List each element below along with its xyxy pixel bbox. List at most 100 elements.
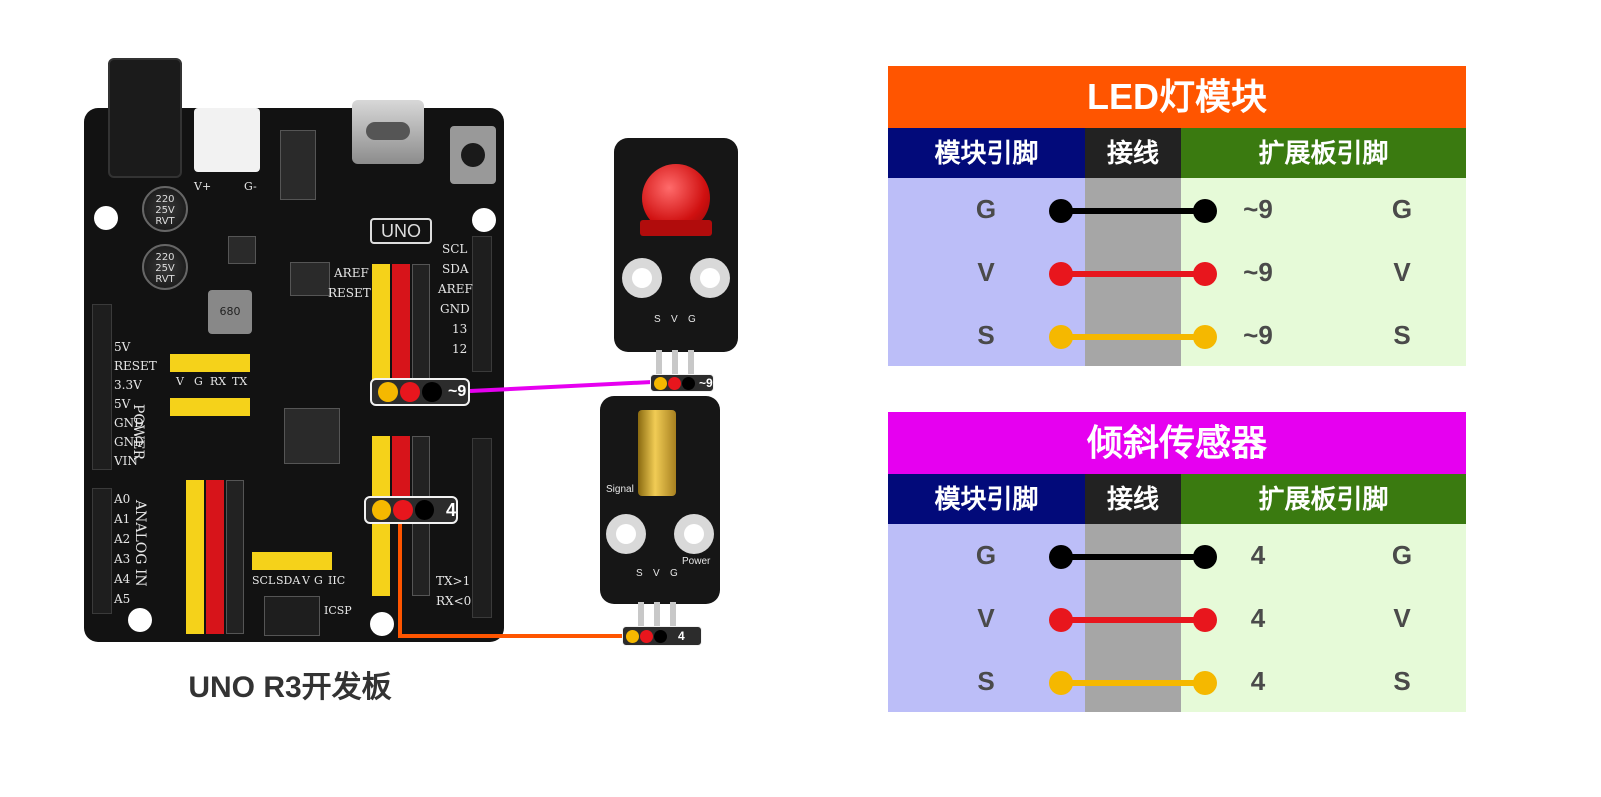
silk-analog-a4: A4	[114, 572, 131, 586]
silk-power-5v2: 5V	[114, 397, 131, 411]
header-module-pin: 模块引脚	[888, 474, 1085, 524]
usb-c-port	[352, 100, 424, 164]
tilt-power-label: Power	[682, 556, 711, 567]
board-caption: UNO R3开发板	[188, 671, 392, 704]
wire-red	[1060, 617, 1204, 623]
wire-end	[1049, 199, 1073, 223]
yellow-dot	[378, 382, 398, 402]
iic-header	[252, 552, 332, 570]
vcc-pin-column	[392, 436, 410, 506]
silk-g-minus: G-	[244, 180, 257, 193]
silk-mid-aref: AREF	[334, 266, 369, 280]
black-dot	[682, 376, 695, 390]
silk-v-plus: V+	[194, 180, 212, 193]
wire-red	[1060, 271, 1204, 277]
wire-end	[1193, 608, 1217, 632]
icsp-header	[264, 596, 320, 636]
wire-end	[1049, 608, 1073, 632]
module-mount-hole	[622, 258, 662, 298]
board-pin-cell: 4	[1250, 540, 1266, 570]
silk-analog-a5: A5	[114, 592, 131, 606]
silk-iic-scl: SCL	[252, 574, 276, 587]
mount-hole	[128, 608, 152, 632]
silk-scl: SCL	[442, 242, 468, 256]
led-module-pin	[656, 350, 662, 376]
silk-13: 13	[452, 322, 468, 336]
header-wiring: 接线	[1085, 128, 1181, 178]
module-mount-hole	[690, 258, 730, 298]
tilt-switch	[638, 410, 676, 496]
header-board-pin: 扩展板引脚	[1181, 474, 1466, 524]
module-tilt-pin-label: 4	[678, 629, 685, 643]
tilt-module-pin	[638, 602, 644, 628]
analog-vcc-column	[206, 480, 224, 634]
uart-header	[170, 354, 250, 372]
uno-r3-board: 220 25V RVT 220 25V RVT 680 UNO V+ G- 5V…	[84, 108, 504, 642]
tilt-signal-label: Signal	[606, 484, 634, 495]
vcc-pin-column	[392, 264, 410, 384]
small-chip	[290, 262, 330, 296]
board-pin-cell: ~9	[1243, 320, 1273, 350]
table-header: 模块引脚 接线 扩展板引脚	[888, 474, 1466, 524]
module-tilt-connector: 4	[622, 626, 702, 646]
silk-power-reset: RESET	[114, 359, 157, 373]
tilt-module-pin	[670, 602, 676, 628]
led-wiring-table: LED灯模块 模块引脚 接线 扩展板引脚 G ~9 G V ~9 V S ~9 …	[888, 66, 1466, 366]
silk-power-gnd2: GND	[114, 435, 144, 449]
tilt-wiring-table: 倾斜传感器 模块引脚 接线 扩展板引脚 G 4 G V 4 V S 4 S	[888, 412, 1466, 712]
tilt-link-wire	[398, 520, 624, 638]
adc-header	[170, 398, 250, 416]
table-body: G ~9 G V ~9 V S ~9 S	[888, 178, 1466, 366]
silk-uart-v: V	[176, 375, 184, 388]
silk-analog-a1: A1	[114, 512, 131, 526]
header-analog	[92, 488, 112, 614]
wire-end	[1193, 199, 1217, 223]
tilt-pin-s-label: S	[636, 568, 643, 579]
dc-power-jack	[108, 58, 182, 178]
silk-analog-a0: A0	[114, 492, 131, 506]
silk-iic-v: V	[302, 574, 310, 587]
yellow-dot	[626, 629, 639, 643]
table-header: 模块引脚 接线 扩展板引脚	[888, 128, 1466, 178]
silk-power-3v3: 3.3V	[114, 378, 142, 392]
module-led-pin-label: ~9	[699, 376, 713, 390]
silk-uart-rx: RX	[210, 375, 227, 388]
mount-hole	[94, 206, 118, 230]
led-module: S V G	[614, 138, 738, 352]
header-digital-lower	[472, 438, 492, 618]
silk-uart-g: G	[194, 375, 203, 388]
black-dot	[654, 629, 667, 643]
silk-analog-a3: A3	[114, 552, 131, 566]
mount-hole	[370, 612, 394, 636]
signal-pin-column	[372, 264, 390, 384]
wire-yellow	[1060, 334, 1204, 340]
table-title: LED灯模块	[888, 66, 1466, 128]
header-wiring: 接线	[1085, 474, 1181, 524]
silk-tx1: TX>1	[436, 574, 471, 588]
tilt-sensor-module: Signal Power S V G	[600, 396, 720, 604]
module-mount-hole	[674, 514, 714, 554]
wire-end	[1049, 545, 1073, 569]
inductor: 680	[208, 290, 252, 334]
silk-power-vin: VIN	[114, 454, 138, 468]
module-pin-cell: V	[977, 603, 995, 633]
silk-uart-tx: TX	[232, 375, 248, 388]
header-power	[92, 304, 112, 470]
board-pin-cell: ~9	[1243, 194, 1273, 224]
wire-end	[1193, 671, 1217, 695]
red-dot	[668, 376, 681, 390]
module-pin-cell: V	[977, 257, 995, 287]
wire-black	[1060, 208, 1204, 214]
wire-end	[1193, 325, 1217, 349]
signal-cell: V	[1393, 603, 1411, 633]
uno-badge: UNO	[370, 218, 432, 244]
capacitor: 220 25V RVT	[142, 186, 188, 232]
reset-button	[450, 126, 496, 184]
red-dot	[400, 382, 420, 402]
black-dot	[414, 500, 434, 520]
analog-signal-column	[186, 480, 204, 634]
wire-end	[1049, 325, 1073, 349]
capacitor: 220 25V RVT	[142, 244, 188, 290]
black-dot	[422, 382, 442, 402]
